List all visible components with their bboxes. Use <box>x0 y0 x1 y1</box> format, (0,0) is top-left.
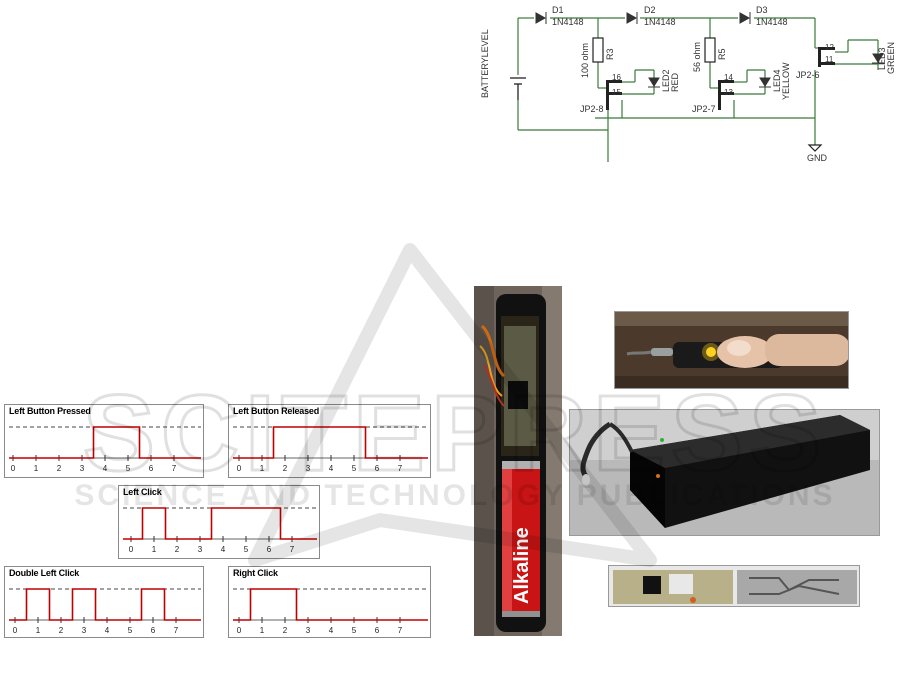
signal-waveform <box>9 588 201 621</box>
tick-label: 0 <box>11 464 16 473</box>
tick-label: 6 <box>151 626 156 635</box>
tick-label: 3 <box>80 464 85 473</box>
led-ref: LED3 <box>877 47 887 70</box>
diode-ref: D2 <box>644 5 656 15</box>
signal-waveform <box>9 426 201 459</box>
pcb-boards-photo <box>608 565 860 607</box>
tick-label: 1 <box>260 626 265 635</box>
tick-label: 3 <box>306 626 311 635</box>
signal-waveform <box>123 507 317 540</box>
diode-part: 1N4148 <box>756 17 788 27</box>
tick-label: 4 <box>103 464 108 473</box>
led-color: GREEN <box>886 42 896 74</box>
timing-title: Left Button Pressed <box>9 406 91 416</box>
diode-part: 1N4148 <box>644 17 676 27</box>
timing-signal: 0 1 2 3 4 5 6 7 <box>9 426 201 473</box>
timing-signal: 0 1 2 3 4 5 6 7 <box>9 588 201 635</box>
tick-label: 2 <box>59 626 64 635</box>
timing-title: Double Left Click <box>9 568 80 578</box>
tick-label: 4 <box>105 626 110 635</box>
connector-ref: JP2-7 <box>692 104 716 114</box>
timing-signal: 0 1 2 3 4 5 6 7 <box>233 426 428 473</box>
diode-ref: D1 <box>552 5 564 15</box>
tick-label: 5 <box>244 545 249 554</box>
tick-label: 5 <box>128 626 133 635</box>
connector-ref: JP2-8 <box>580 104 604 114</box>
led-ref: LED2 <box>661 69 671 92</box>
tick-label: 5 <box>126 464 131 473</box>
tick-label: 6 <box>267 545 272 554</box>
tick-label: 6 <box>149 464 154 473</box>
tick-label: 1 <box>260 464 265 473</box>
led-color: RED <box>670 72 680 92</box>
battery-label: BATTERYLEVEL <box>480 29 490 98</box>
circuit-schematic: D1 1N4148 D2 1N4148 D3 1N4148 R3 100 ohm… <box>480 5 896 163</box>
timing-panel-left-click: Left Click 0 1 2 3 4 5 6 7 <box>118 485 320 559</box>
tick-label: 6 <box>375 626 380 635</box>
battery-brand-label: Alkaline <box>511 527 533 604</box>
tick-label: 2 <box>57 464 62 473</box>
tick-label: 7 <box>398 464 403 473</box>
tick-label: 1 <box>34 464 39 473</box>
gnd-label: GND <box>807 153 828 163</box>
tick-label: 3 <box>306 464 311 473</box>
tick-label: 7 <box>290 545 295 554</box>
tick-label: 7 <box>398 626 403 635</box>
tick-label: 3 <box>82 626 87 635</box>
timing-title: Right Click <box>233 568 278 578</box>
tick-label: 3 <box>198 545 203 554</box>
signal-waveform <box>233 426 428 459</box>
timing-signal: 0 1 2 3 4 5 6 7 <box>123 507 317 554</box>
tick-label: 5 <box>352 464 357 473</box>
diode-part: 1N4148 <box>552 17 584 27</box>
enclosure-box-photo <box>569 409 880 536</box>
tick-label: 7 <box>174 626 179 635</box>
tick-label: 2 <box>283 464 288 473</box>
tick-label: 2 <box>175 545 180 554</box>
led-ref: LED4 <box>772 69 782 92</box>
tick-label: 0 <box>237 464 242 473</box>
pin-number: 14 <box>724 73 733 82</box>
timing-panel-double-left-click: Double Left Click 0 1 2 3 4 5 6 7 <box>4 566 204 638</box>
timing-signal: 0 1 2 3 4 5 6 7 <box>233 588 428 635</box>
timing-title: Left Button Released <box>233 406 320 416</box>
resistor-value: 100 ohm <box>580 43 590 78</box>
tick-label: 5 <box>352 626 357 635</box>
tick-label: 4 <box>329 626 334 635</box>
timing-panel-left-button-released: Left Button Released 0 1 2 3 4 5 6 7 <box>228 404 431 478</box>
tick-label: 1 <box>36 626 41 635</box>
pin-number: 13 <box>724 88 733 97</box>
tick-label: 0 <box>13 626 18 635</box>
timing-panel-left-button-pressed: Left Button Pressed 0 1 2 3 4 5 6 7 <box>4 404 204 478</box>
tick-label: 7 <box>172 464 177 473</box>
tick-label: 2 <box>283 626 288 635</box>
resistor-ref: R5 <box>717 48 727 60</box>
pin-number: 15 <box>612 88 621 97</box>
pin-number: 12 <box>825 43 834 52</box>
battery-housing-photo: Alkaline <box>474 286 562 636</box>
pin-number: 16 <box>612 73 621 82</box>
diode-ref: D3 <box>756 5 768 15</box>
tick-label: 4 <box>221 545 226 554</box>
device-in-hand-photo <box>614 311 849 389</box>
timing-panel-right-click: Right Click 0 1 2 3 4 5 6 7 <box>228 566 431 638</box>
tick-label: 4 <box>329 464 334 473</box>
resistor-value: 56 ohm <box>692 42 702 72</box>
tick-label: 1 <box>152 545 157 554</box>
pin-number: 11 <box>825 55 834 64</box>
signal-waveform <box>233 588 428 621</box>
timing-title: Left Click <box>123 487 162 497</box>
resistor-ref: R3 <box>605 48 615 60</box>
led-color: YELLOW <box>781 62 791 100</box>
connector-ref: JP2-6 <box>796 70 820 80</box>
tick-label: 6 <box>375 464 380 473</box>
tick-label: 0 <box>237 626 242 635</box>
tick-label: 0 <box>129 545 134 554</box>
